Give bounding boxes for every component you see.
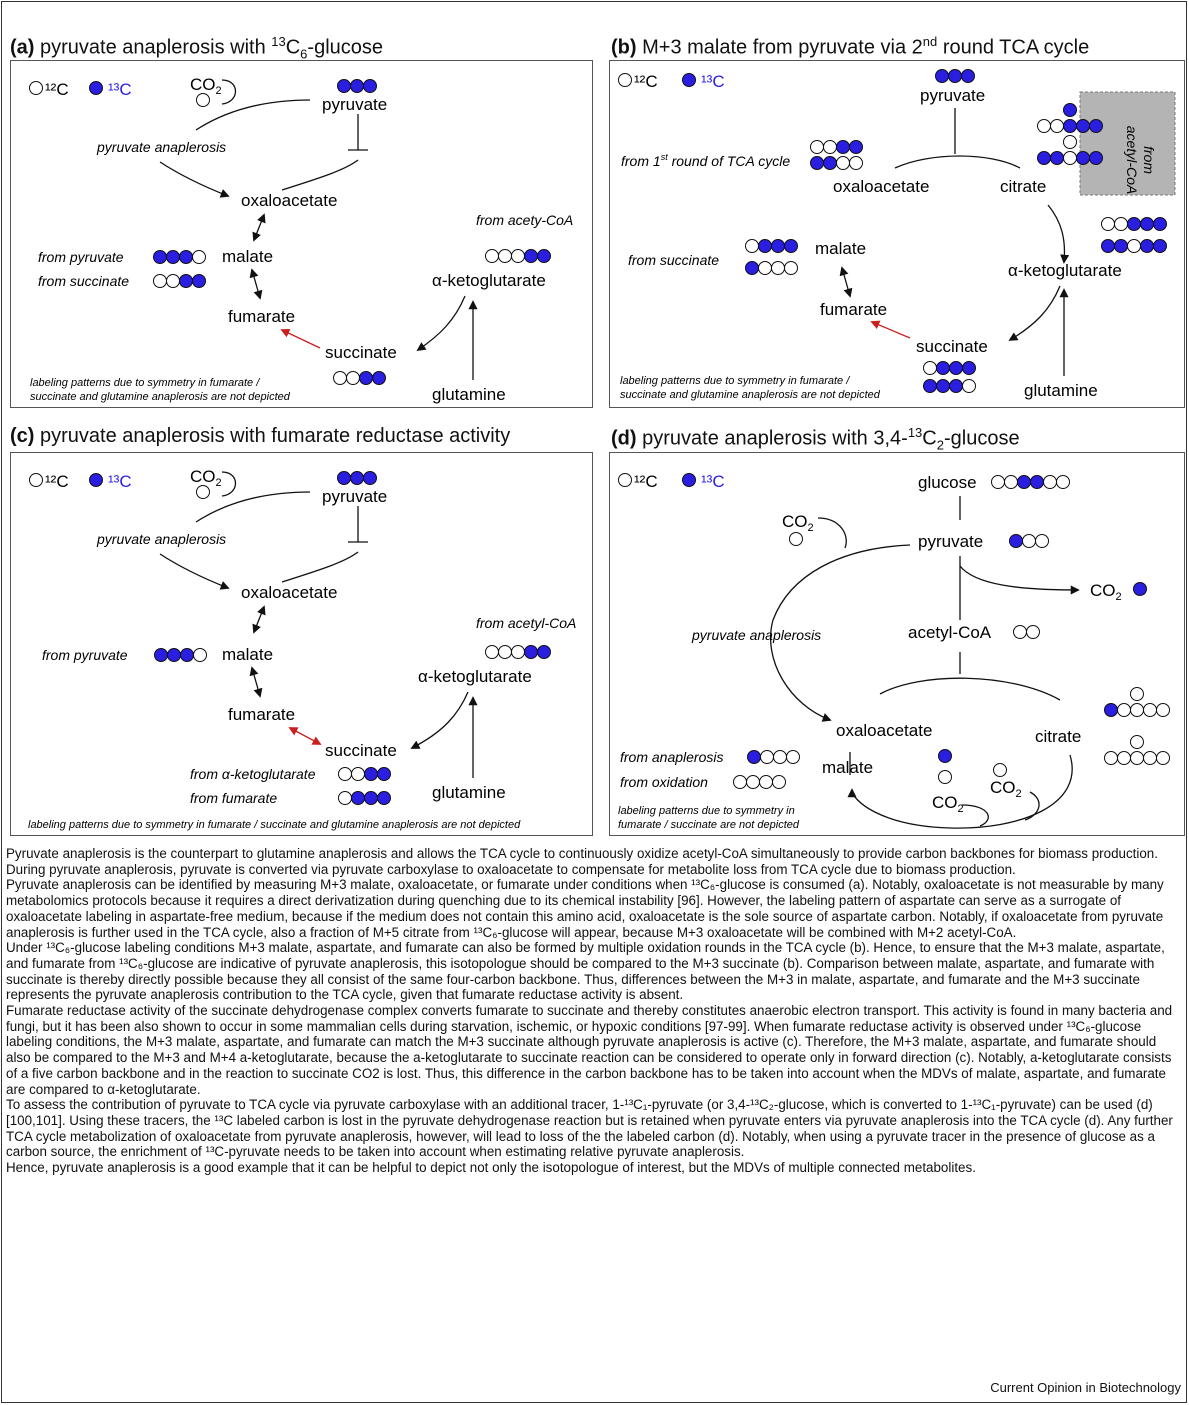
- panel-c-box: [10, 452, 593, 836]
- panel-d-diagram: ¹²C ¹³C glucose pyruvate CO2 pyruvate an…: [618, 472, 1170, 831]
- svg-text:from oxidation: from oxidation: [620, 774, 708, 790]
- svg-text:CO2: CO2: [990, 778, 1022, 800]
- panel-d-title: (d) pyruvate anaplerosis with 3,4-13C2-g…: [611, 425, 1020, 453]
- diagram-svg: ¹²C ¹³C CO2 pyruvate pyruvate anaplerosi…: [28, 69, 1176, 831]
- panel-a-title: (a) pyruvate anaplerosis with 13C6-gluco…: [10, 34, 384, 62]
- oxaloacetate-label: oxaloacetate: [241, 191, 337, 210]
- svg-text:succinate and glutamine anaple: succinate and glutamine anaplerosis are …: [620, 389, 881, 401]
- glutamine-label: glutamine: [432, 385, 506, 404]
- svg-text:¹²C: ¹²C: [634, 72, 658, 91]
- caption-paragraph: Hence, pyruvate anaplerosis is a good ex…: [6, 1160, 976, 1176]
- svg-text:from acetyl-CoA: from acetyl-CoA: [476, 615, 576, 631]
- svg-text:¹²C: ¹²C: [45, 80, 69, 99]
- co2-label: CO2: [190, 75, 222, 97]
- fumarate-label: fumarate: [228, 307, 295, 326]
- svg-text:¹³C: ¹³C: [701, 72, 725, 91]
- svg-text:pyruvate: pyruvate: [918, 532, 983, 551]
- panel-a-box: [10, 60, 593, 408]
- svg-text:pyruvate: pyruvate: [920, 86, 985, 105]
- panel-b-title: (b) M+3 malate from pyruvate via 2nd rou…: [611, 34, 1090, 59]
- svg-text:oxaloacetate: oxaloacetate: [836, 721, 932, 740]
- legend: ¹²C ¹³C: [29, 80, 132, 99]
- caption-paragraph: To assess the contribution of pyruvate t…: [6, 1097, 1173, 1160]
- svg-text:from anaplerosis: from anaplerosis: [620, 749, 724, 765]
- svg-text:glucose: glucose: [918, 473, 977, 492]
- svg-text:oxaloacetate: oxaloacetate: [833, 177, 929, 196]
- svg-text:¹³C: ¹³C: [108, 472, 132, 491]
- pyruvate-atoms: [337, 79, 377, 93]
- malate-label: malate: [222, 247, 273, 266]
- svg-text:oxaloacetate: oxaloacetate: [241, 583, 337, 602]
- svg-text:fumarate / succinate are not d: fumarate / succinate are not depicted: [618, 819, 800, 831]
- svg-text:CO2: CO2: [190, 467, 222, 489]
- svg-text:glutamine: glutamine: [1024, 381, 1098, 400]
- panel-b-diagram: ¹²C ¹³C pyruvate from 1st round of TCA c…: [618, 69, 1176, 401]
- legend: ¹²C ¹³C: [618, 472, 725, 491]
- svg-text:from pyruvate: from pyruvate: [38, 249, 124, 265]
- pyruvate-label: pyruvate: [322, 95, 387, 114]
- svg-text:malate: malate: [815, 239, 866, 258]
- caption-paragraph: Fumarate reductase activity of the succi…: [6, 1003, 1173, 1097]
- caption-paragraph: Pyruvate anaplerosis can be identified b…: [6, 877, 1164, 940]
- svg-text:from acety-CoA: from acety-CoA: [476, 212, 573, 228]
- svg-text:labeling patterns due to symme: labeling patterns due to symmetry in: [618, 805, 795, 817]
- svg-text:acetyl-CoA: acetyl-CoA: [908, 623, 992, 642]
- svg-text:fumarate: fumarate: [228, 705, 295, 724]
- panel-c-diagram: ¹²C ¹³C CO2 pyruvate pyruvate anaplerosi…: [28, 467, 576, 831]
- caption-paragraph: Pyruvate anaplerosis is the counterpart …: [6, 846, 1158, 877]
- legend: ¹²C ¹³C: [618, 72, 725, 91]
- panel-a-diagram: ¹²C ¹³C CO2 pyruvate pyruvate anaplerosi…: [29, 75, 573, 404]
- svg-text:CO2: CO2: [782, 512, 814, 534]
- svg-text:¹³C: ¹³C: [701, 472, 725, 491]
- svg-text:pyruvate anaplerosis: pyruvate anaplerosis: [691, 627, 821, 643]
- svg-text:from pyruvate: from pyruvate: [42, 647, 128, 663]
- carbon-atom: [196, 93, 210, 107]
- svg-text:pyruvate anaplerosis: pyruvate anaplerosis: [96, 531, 226, 547]
- svg-text:from 1st round of TCA cycle: from 1st round of TCA cycle: [621, 152, 790, 169]
- svg-text:from α-ketoglutarate: from α-ketoglutarate: [190, 766, 316, 782]
- svg-text:succinate: succinate: [325, 741, 397, 760]
- svg-text:¹²C: ¹²C: [634, 472, 658, 491]
- svg-text:fromacetyl-CoA: fromacetyl-CoA: [1124, 126, 1157, 194]
- svg-text:labeling patterns due to symme: labeling patterns due to symmetry in fum…: [620, 375, 850, 387]
- svg-text:¹³C: ¹³C: [108, 80, 132, 99]
- svg-text:from succinate: from succinate: [628, 252, 719, 268]
- svg-text:malate: malate: [222, 645, 273, 664]
- svg-text:labeling patterns due to symme: labeling patterns due to symmetry in fum…: [28, 819, 521, 831]
- svg-text:α-ketoglutarate: α-ketoglutarate: [1008, 261, 1122, 280]
- svg-text:from succinate: from succinate: [38, 273, 129, 289]
- svg-text:fumarate: fumarate: [820, 300, 887, 319]
- svg-text:¹²C: ¹²C: [45, 472, 69, 491]
- succinate-label: succinate: [325, 343, 397, 362]
- svg-text:pyruvate: pyruvate: [322, 487, 387, 506]
- svg-text:malate: malate: [822, 758, 873, 777]
- figure-caption: Pyruvate anaplerosis is the counterpart …: [6, 846, 1182, 1176]
- panel-d-box: [609, 452, 1185, 836]
- svg-text:CO2: CO2: [1090, 581, 1122, 603]
- svg-text:succinate and glutamine anaple: succinate and glutamine anaplerosis are …: [30, 391, 291, 403]
- akg-label: α-ketoglutarate: [432, 271, 546, 290]
- svg-text:CO2: CO2: [932, 793, 964, 815]
- svg-text:labeling patterns due to symme: labeling patterns due to symmetry in fum…: [30, 377, 260, 389]
- caption-paragraph: Under ¹³C₆-glucose labeling conditions M…: [6, 940, 1165, 1003]
- legend: ¹²C ¹³C: [29, 472, 132, 491]
- svg-text:α-ketoglutarate: α-ketoglutarate: [418, 667, 532, 686]
- journal-name: Current Opinion in Biotechnology: [990, 1380, 1181, 1395]
- panel-c-title: (c) pyruvate anaplerosis with fumarate r…: [10, 425, 511, 447]
- svg-text:from fumarate: from fumarate: [190, 790, 277, 806]
- svg-text:citrate: citrate: [1035, 727, 1081, 746]
- svg-text:glutamine: glutamine: [432, 783, 506, 802]
- svg-text:succinate: succinate: [916, 337, 988, 356]
- panel-b-box: [609, 60, 1185, 408]
- anaplerosis-label: pyruvate anaplerosis: [96, 139, 226, 155]
- svg-text:citrate: citrate: [1000, 177, 1046, 196]
